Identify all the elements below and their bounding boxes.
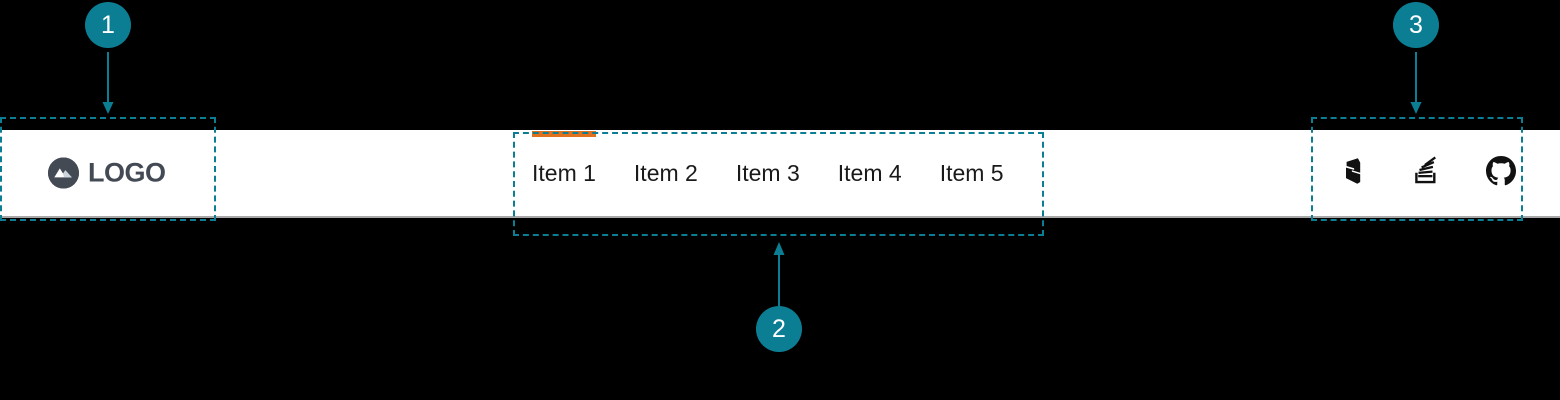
annotation-arrow-3 (1410, 52, 1422, 114)
github-icon (1486, 155, 1516, 191)
annotation-badge-1-label: 1 (101, 10, 115, 39)
primary-nav: Item 1 Item 2 Item 3 Item 4 Item 5 (513, 130, 1023, 216)
mountain-circle-icon (48, 157, 79, 189)
nav-item-1[interactable]: Item 1 (513, 130, 615, 216)
nav-item-3[interactable]: Item 3 (717, 130, 819, 216)
nav-item-5-label: Item 5 (939, 159, 1004, 186)
nav-item-4[interactable]: Item 4 (819, 130, 921, 216)
superuser-link[interactable] (1336, 156, 1370, 190)
nav-item-2[interactable]: Item 2 (615, 130, 717, 216)
social-links (1336, 155, 1518, 191)
nav-item-5[interactable]: Item 5 (921, 130, 1023, 216)
nav-item-4-label: Item 4 (837, 159, 902, 186)
stack-overflow-link[interactable] (1410, 155, 1444, 191)
annotation-arrow-1 (102, 52, 114, 114)
annotation-badge-1: 1 (85, 2, 131, 48)
github-link[interactable] (1484, 155, 1518, 191)
annotation-badge-2: 2 (756, 306, 802, 352)
annotation-arrow-2 (773, 242, 785, 310)
annotation-badge-3-label: 3 (1409, 10, 1423, 39)
annotation-badge-2-label: 2 (772, 314, 786, 343)
superuser-icon (1340, 156, 1366, 191)
brand-logo-text: LOGO (88, 157, 166, 188)
annotation-badge-3: 3 (1393, 2, 1439, 48)
site-header: LOGO Item 1 Item 2 Item 3 Item 4 Item 5 (0, 130, 1560, 218)
nav-active-indicator (532, 131, 596, 137)
nav-item-3-label: Item 3 (735, 159, 800, 186)
stack-overflow-icon (1413, 155, 1441, 191)
nav-item-2-label: Item 2 (633, 159, 698, 186)
nav-item-1-label: Item 1 (532, 159, 596, 186)
brand-logo-link[interactable]: LOGO (48, 157, 166, 189)
